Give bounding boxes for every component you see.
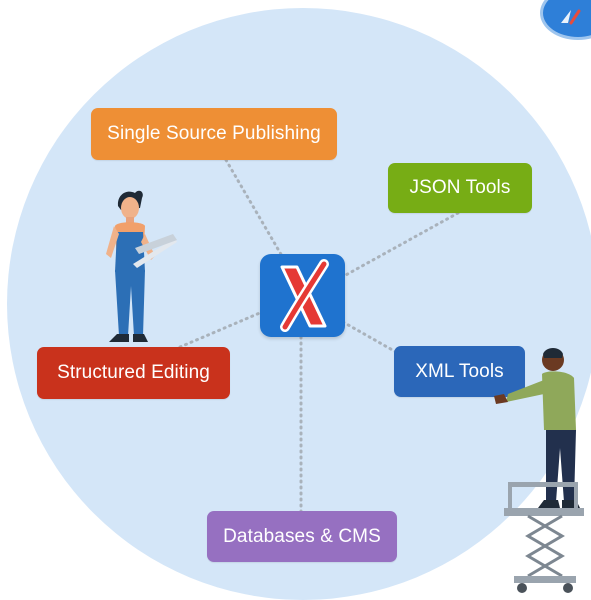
node-label: Databases & CMS (223, 525, 381, 547)
node-single-source-publishing: Single Source Publishing (91, 108, 337, 160)
node-label: JSON Tools (409, 177, 511, 198)
node-structured-editing: Structured Editing (37, 347, 230, 399)
node-label: XML Tools (415, 360, 504, 382)
connector-xml-tools (341, 320, 398, 354)
connector-json-tools (342, 211, 460, 278)
node-json-tools: JSON Tools (388, 163, 532, 213)
man-on-lift-illustration (494, 348, 584, 593)
node-xml-tools: XML Tools (394, 346, 525, 397)
node-databases-cms: Databases & CMS (207, 511, 397, 562)
oxygen-x-logo-icon (260, 254, 345, 337)
connector-single-source-publishing (224, 158, 284, 258)
node-label: Structured Editing (57, 362, 210, 383)
node-label: Single Source Publishing (107, 123, 321, 144)
woman-with-laptop-illustration (106, 190, 177, 342)
connector-structured-editing (178, 310, 264, 349)
